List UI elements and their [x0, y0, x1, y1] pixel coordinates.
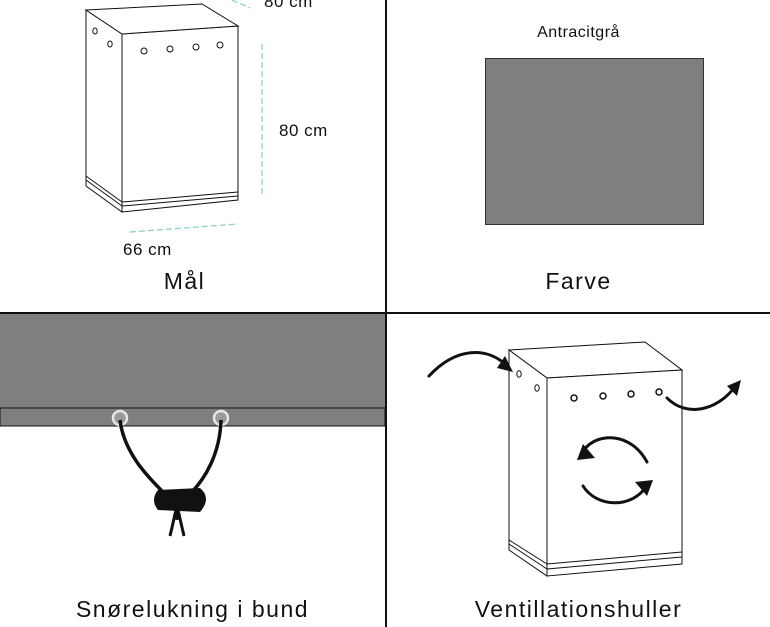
dimensions-panel: 80 cm 80 cm 66 cm Mål — [0, 0, 385, 312]
arrow-out-head — [727, 380, 741, 396]
arrow-cycle-top-head — [577, 444, 595, 460]
arrow-in-head — [497, 356, 513, 372]
arrow-cycle-bottom — [581, 484, 647, 505]
fabric-panel — [0, 314, 385, 408]
arrow-cycle-top — [582, 436, 649, 464]
cover-front — [546, 369, 683, 577]
arrow-out — [665, 386, 736, 411]
horizontal-divider — [0, 312, 770, 314]
color-swatch — [485, 58, 704, 225]
arrow-cycle-bottom-head — [635, 480, 653, 496]
width-label: 66 cm — [123, 240, 172, 259]
cord-left — [118, 419, 167, 496]
cover-dimension-illustration — [84, 0, 263, 233]
swatch-label: Antracitgrå — [537, 24, 620, 41]
color-caption: Farve — [545, 268, 612, 294]
drawstring-illustration — [0, 314, 385, 537]
drawstring-caption: Snørelukning i bund — [75, 596, 310, 622]
ventilation-caption: Ventillationshuller — [474, 596, 683, 622]
fabric-hem — [0, 407, 385, 427]
color-panel: Antracitgrå Farve — [387, 0, 770, 312]
dimensions-caption: Mål — [163, 268, 206, 294]
depth-label: 80 cm — [264, 0, 313, 11]
drawstring-panel: Snørelukning i bund — [0, 314, 385, 627]
height-label: 80 cm — [279, 121, 328, 140]
ventilation-panel: Ventillationshuller — [387, 314, 770, 627]
ventilation-illustration — [427, 341, 741, 577]
cover-side — [508, 349, 548, 577]
cord-right — [188, 419, 223, 496]
arrow-in — [427, 351, 507, 378]
cord-stopper — [154, 488, 206, 512]
dimension-lines — [129, 0, 263, 233]
